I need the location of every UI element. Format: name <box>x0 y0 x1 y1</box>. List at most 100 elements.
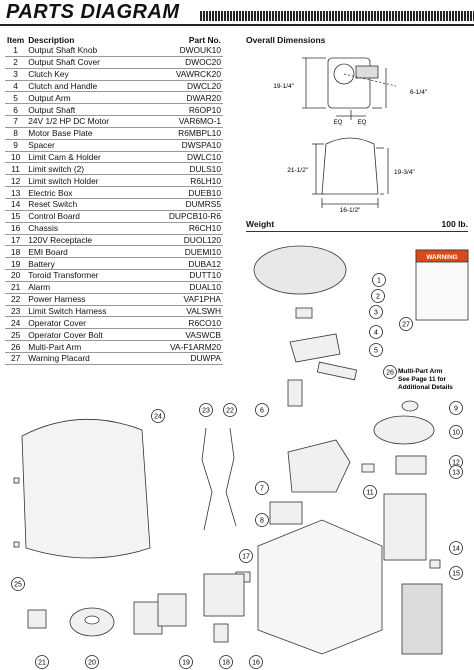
exploded-view: WARNING Multi-Part Arm See Page 11 for A… <box>11 245 469 669</box>
row-part-number: DWCL20 <box>144 80 223 93</box>
row-description: Electric Box <box>26 186 145 199</box>
operator-cover <box>21 418 151 559</box>
callout-circle <box>179 655 193 669</box>
row-description: Operator Cover Bolt <box>26 328 145 342</box>
emi-housing <box>203 573 245 617</box>
row-description: Output Shaft Knob <box>26 45 145 57</box>
row-item-number: 10 <box>5 151 27 164</box>
limit-switch-harness <box>201 427 213 531</box>
row-description: 24V 1/2 HP DC Motor <box>26 115 145 128</box>
row-part-number: R6MBPL10 <box>144 127 223 140</box>
row-part-number: DWSPA10 <box>144 139 223 152</box>
row-item-number: 23 <box>5 305 27 318</box>
battery-1 <box>133 601 163 635</box>
row-item-number: 13 <box>5 186 27 199</box>
row-part-number: DUPCB10-R6 <box>144 210 223 223</box>
callout-number: 16 <box>252 660 260 667</box>
callout-number: 26 <box>386 370 394 377</box>
control-board <box>401 583 443 655</box>
weight-row: Weight 100 lb. <box>246 219 468 232</box>
row-item-number: 25 <box>5 328 27 342</box>
row-description: Power Harness <box>26 293 145 306</box>
row-part-number: DUAL10 <box>144 281 223 294</box>
callout-circle <box>249 655 263 669</box>
row-description: Clutch and Handle <box>26 80 145 93</box>
reset-switch <box>429 559 441 569</box>
callout-number: 6 <box>260 408 264 415</box>
callout-circle <box>199 403 213 417</box>
row-item-number: 20 <box>5 269 27 282</box>
dc-motor <box>287 439 351 493</box>
row-part-number: DUTT10 <box>144 269 223 282</box>
callout-markers: 1234567891011121314151617181920212223242… <box>11 273 463 669</box>
output-shaft <box>287 379 303 407</box>
col-item: Item <box>7 34 25 45</box>
weight-label: Weight <box>246 219 275 229</box>
callout-number: 15 <box>452 571 460 578</box>
row-item-number: 24 <box>5 316 27 330</box>
limit-cam <box>373 415 435 445</box>
row-part-number: VAWRCK20 <box>144 68 223 81</box>
weight-value: 100 lb. <box>441 219 468 229</box>
row-description: Clutch Key <box>26 68 145 81</box>
row-part-number: DUEB10 <box>144 186 223 199</box>
row-item-number: 27 <box>5 352 27 365</box>
front-view <box>312 137 389 208</box>
row-part-number: DUWPA <box>144 352 223 365</box>
callout-number: 17 <box>242 554 250 561</box>
row-part-number: DWAR20 <box>144 91 223 105</box>
row-description: Limit Switch Harness <box>26 305 145 318</box>
row-item-number: 15 <box>5 210 27 223</box>
callout-number: 13 <box>452 470 460 477</box>
callout-circle <box>449 541 463 555</box>
row-item-number: 18 <box>5 245 27 259</box>
callout-circle <box>219 655 233 669</box>
row-item-number: 19 <box>5 257 27 271</box>
row-item-number: 4 <box>5 80 27 93</box>
callout-number: 21 <box>38 660 46 667</box>
row-description: Limit switch (2) <box>26 162 145 176</box>
row-description: Alarm <box>26 281 145 294</box>
row-item-number: 16 <box>5 222 27 235</box>
callout-number: 22 <box>226 408 234 415</box>
multi-part-note-2: See Page 11 for <box>398 376 447 383</box>
row-description: Motor Base Plate <box>26 127 145 140</box>
row-item-number: 7 <box>5 115 27 128</box>
dim-front-width: 16-1/2" <box>340 207 361 214</box>
row-part-number: R6CO10 <box>144 316 223 330</box>
callout-circle <box>369 325 383 339</box>
operator-cover-bolt-2 <box>13 541 20 548</box>
row-item-number: 5 <box>5 91 27 105</box>
callout-number: 7 <box>260 486 264 493</box>
dim-top-offset: 6-1/4" <box>410 89 428 96</box>
callout-circle <box>35 655 49 669</box>
callout-circle <box>369 343 383 357</box>
callout-circle <box>255 403 269 417</box>
callout-number: 27 <box>402 322 410 329</box>
callout-circle <box>449 425 463 439</box>
emi-board <box>213 623 229 643</box>
top-view <box>302 57 397 120</box>
callout-circle <box>399 317 413 331</box>
toroid-hole <box>84 615 100 625</box>
callout-number: 5 <box>374 348 378 355</box>
callout-circle <box>369 305 383 319</box>
callout-number: 23 <box>202 408 210 415</box>
callout-circle <box>449 401 463 415</box>
callout-number: 12 <box>452 460 460 467</box>
callout-number: 9 <box>454 406 458 413</box>
row-item-number: 14 <box>5 198 27 211</box>
